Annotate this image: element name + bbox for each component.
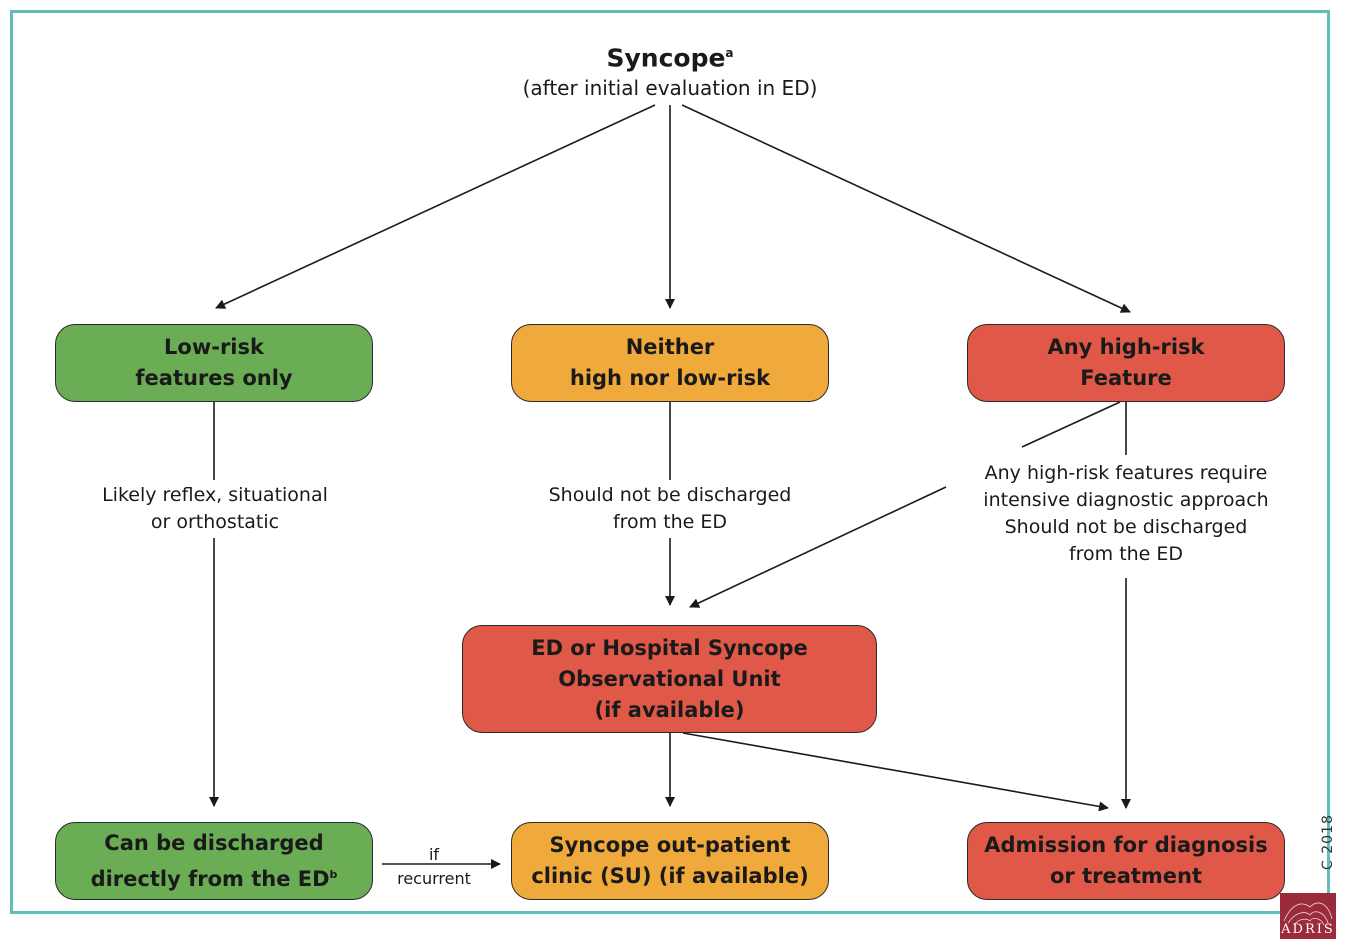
copyright-text: C 2018 [1320, 814, 1336, 870]
arrow-title-to-low-risk [215, 104, 656, 309]
box-discharge: Can be discharged directly from the EDb [55, 822, 373, 900]
arrow-observational-to-admission [682, 732, 1109, 812]
diagram-frame [10, 10, 1330, 914]
diagram-title: Syncopea (after initial evaluation in ED… [470, 36, 870, 101]
arrow-high-risk-to-observational [689, 486, 947, 608]
line-high-risk-diagonal [1021, 401, 1121, 448]
title-footnote-marker: a [725, 46, 734, 60]
discharge-footnote-marker: b [329, 867, 338, 881]
title-subtitle: (after initial evaluation in ED) [522, 76, 818, 101]
label-if-recurrent: if recurrent [397, 845, 471, 888]
publisher-logo: ADRIS [1280, 893, 1336, 939]
logo-emblem-icon [1283, 902, 1333, 926]
title-main: Syncopea [606, 43, 734, 73]
arrow-title-to-high-risk [681, 104, 1131, 313]
